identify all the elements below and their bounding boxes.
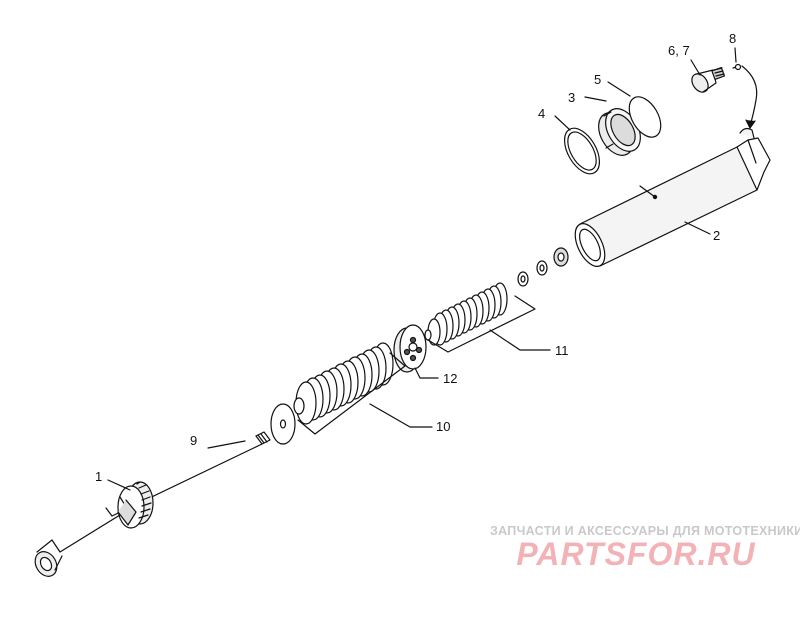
large-shim-stack: [293, 342, 394, 425]
bracket-10: [297, 352, 406, 435]
leader-4: [554, 115, 571, 131]
rod-end: [34, 479, 154, 577]
cylinder-body: [574, 127, 771, 267]
valve-cap: [691, 66, 726, 93]
leader-8: [734, 47, 737, 63]
watermark-logo: PARTSFOR.RU: [516, 536, 756, 572]
reservoir-cap: [598, 108, 641, 156]
top-washer-b: [517, 271, 529, 287]
small-shim-stack: [424, 282, 508, 346]
valve-core: [732, 63, 758, 129]
callout-6-7: 6, 7: [668, 43, 690, 58]
watermark-subtitle: ЗАПЧАСТИ И АКСЕССУАРЫ ДЛЯ МОТОТЕХНИКИ: [490, 524, 800, 538]
callout-11: 11: [555, 343, 569, 358]
seal-disc: [628, 96, 662, 138]
callout-2: 2: [713, 228, 721, 243]
callout-9: 9: [190, 433, 198, 448]
leader-5: [607, 81, 631, 97]
leader-2: [684, 221, 711, 235]
callout-8: 8: [729, 31, 737, 46]
callout-10: 10: [436, 419, 451, 434]
top-washer-a: [536, 260, 548, 276]
leader-12: [414, 367, 439, 379]
stop-washer: [270, 403, 296, 445]
leader-3: [584, 96, 607, 102]
piston: [393, 324, 427, 373]
callout-1: 1: [95, 469, 103, 484]
leader-67: [690, 59, 701, 76]
leader-10: [369, 403, 433, 428]
callout-5: 5: [594, 72, 602, 87]
top-nut: [553, 247, 569, 267]
callout-12: 12: [443, 371, 458, 386]
callout-4: 4: [538, 106, 546, 121]
callout-3: 3: [568, 90, 576, 105]
leader-11: [489, 329, 551, 351]
